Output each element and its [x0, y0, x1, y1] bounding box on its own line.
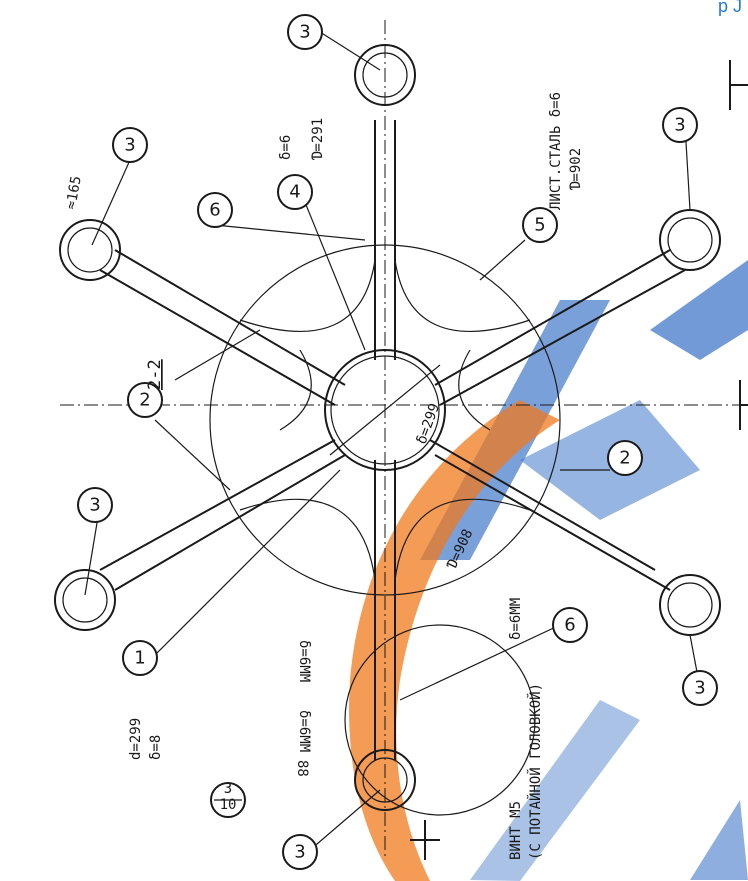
note-sheet-line2: Ɗ=902: [568, 148, 584, 190]
watermark-url: p J: [717, 0, 742, 16]
note-screw-line1: ВИНТ М5: [508, 801, 524, 860]
note-dim-88: 88: [294, 760, 310, 777]
callout-2-left: 2: [127, 382, 163, 418]
svg-text:10: 10: [220, 797, 237, 813]
callout-6-upper: 6: [197, 192, 233, 228]
callout-1: 1: [122, 640, 158, 676]
cut-plane-marks: [410, 60, 748, 860]
callout-3-lower-right: 3: [682, 670, 718, 706]
callout-3-lower-left: 3: [77, 487, 113, 523]
svg-text:1: 1: [134, 648, 145, 669]
svg-text:2: 2: [139, 390, 150, 411]
callout-2-right: 2: [607, 440, 643, 476]
svg-text:3: 3: [224, 781, 232, 797]
hub-diameter-line: [329, 364, 441, 456]
note-delta6-low: δ=6ММ: [296, 710, 312, 752]
note-pipe-d: d=299: [128, 718, 144, 760]
note-delta6-mid: δ=6ММ: [296, 640, 312, 682]
callout-4: 4: [277, 174, 313, 210]
svg-text:5: 5: [534, 215, 545, 236]
detail-reference: 3 10: [210, 781, 246, 818]
section-label: 2-2: [145, 359, 165, 390]
svg-text:3: 3: [299, 22, 310, 43]
central-hub-inner: [330, 355, 440, 465]
callout-5: 5: [522, 207, 558, 243]
svg-text:6: 6: [564, 615, 575, 636]
svg-text:3: 3: [674, 115, 685, 136]
svg-text:4: 4: [289, 182, 300, 203]
note-top-D: Ɗ=291: [310, 118, 326, 160]
svg-text:3: 3: [124, 135, 135, 156]
svg-text:3: 3: [694, 678, 705, 699]
gussets: [239, 259, 531, 581]
note-hub-diameter: δ=299: [414, 401, 443, 446]
callout-3-top: 3: [287, 14, 323, 50]
svg-text:3: 3: [89, 495, 100, 516]
note-screw-line2: (С ПОТАЙНОЙ ГОЛОВКОЙ): [526, 683, 544, 860]
lower-disc: [344, 624, 536, 816]
watermark-orange-swoosh: [349, 400, 560, 881]
note-top-delta: δ=6: [278, 135, 294, 160]
note-sheet-line1: ЛИСТ.СТАЛЬ δ=6: [548, 92, 564, 210]
callout-3-upper-left: 3: [112, 127, 148, 163]
callout-3-upper-right: 3: [662, 107, 698, 143]
watermark-blue: [420, 260, 748, 881]
note-small-165: ≈165: [63, 175, 85, 211]
callout-3-bottom: 3: [282, 834, 318, 870]
sheet-disc: [209, 244, 561, 596]
svg-text:6: 6: [209, 200, 220, 221]
callout-6-lower: 6: [552, 607, 588, 643]
svg-text:3: 3: [294, 842, 305, 863]
arms: [99, 120, 686, 760]
note-pipe-delta: δ=8: [148, 735, 164, 760]
note-delta6-right: δ=6ММ: [508, 598, 524, 640]
central-hub: [324, 349, 446, 471]
svg-text:2: 2: [619, 448, 630, 469]
